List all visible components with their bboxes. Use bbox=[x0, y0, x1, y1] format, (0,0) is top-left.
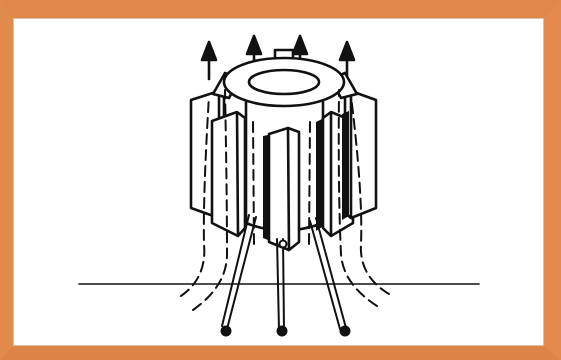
anchor-center bbox=[278, 327, 287, 336]
flow-arrow-1 bbox=[202, 42, 216, 79]
impeller-illustration bbox=[13, 18, 544, 346]
anchor-left bbox=[222, 327, 231, 336]
support-wire-right-2 bbox=[310, 221, 340, 329]
support-wire-center bbox=[283, 239, 284, 330]
impeller bbox=[191, 50, 376, 250]
blade-2 bbox=[212, 112, 245, 236]
blade-3 bbox=[269, 128, 299, 250]
shaft-foot bbox=[280, 241, 287, 248]
anchor-right bbox=[341, 327, 350, 336]
support-wire-center-2 bbox=[277, 239, 279, 330]
hub-bore bbox=[249, 70, 319, 94]
